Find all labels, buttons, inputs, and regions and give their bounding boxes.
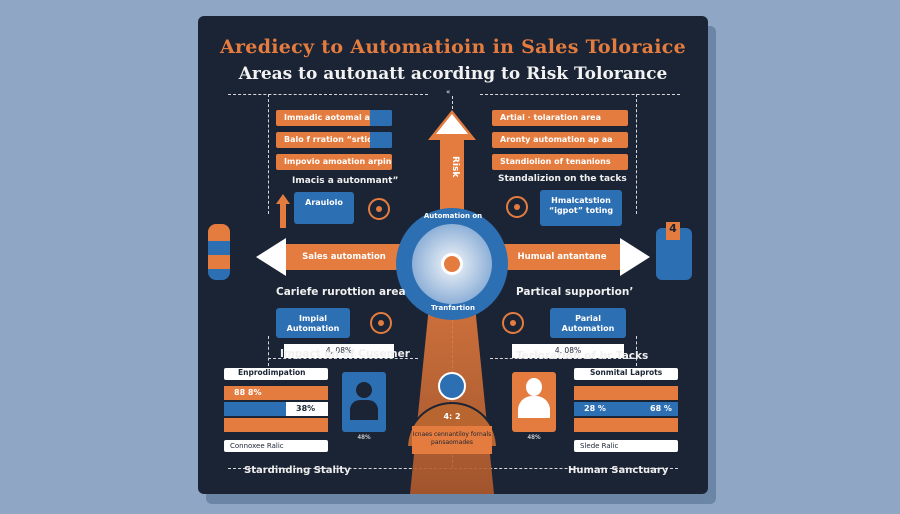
frame-line [228,94,428,95]
tr-bar-2: Aronty automation ap aa [492,132,628,148]
tr-caption: Standalizion on the tacks [498,174,627,184]
title-primary: Arediecy to Automatioin in Sales Tolorai… [219,36,687,58]
ml-pct: 4, 08% [284,344,394,358]
mr-label: Partical supportion’ [516,286,634,298]
title-secondary: Areas to autonatt acording to Risk Tolor… [238,64,668,84]
tl-bar-2: Balo f rration “srtic” [276,132,392,148]
tl-box: Araulolo [294,192,354,224]
frame-line [268,336,269,366]
network-icon [506,196,528,218]
center-box-num: 4: 2 [443,412,461,421]
tr-box: Hmalcatstion “igpot” toting [540,190,622,226]
bl-bar-3 [224,418,328,432]
footer-left: Stardinding Stality [244,465,351,476]
left-arrow: Sales automation [284,244,404,270]
left-arrow-label: Sales automation [302,252,386,262]
person-head-icon [526,378,542,396]
frame-line [480,94,680,95]
tl-up-arrow-shaft [280,204,286,228]
bl-legend: Connoxee Ralic [224,440,328,452]
br-person-pct: 48% [527,434,541,441]
top-badge: « [446,88,451,96]
center-box-text: Icnaes cennantiloy fornals pansaomades [412,426,492,454]
frame-line [636,94,637,214]
target-icon [441,253,463,275]
ml-label: Cariefe rurottion area [276,286,406,298]
ring-top-label: Automation on [423,212,483,220]
right-arrow-label: Humual antantane [517,252,607,262]
pulse-icon [438,372,466,400]
bl-bar-2-val: 38% [286,402,328,416]
bl-bar-1: 88 8% [224,386,328,400]
ring-bottom-label: Tranfartion [431,304,475,312]
mr-caption: Terloration of br Tacks [516,350,649,362]
ml-box: Impial Automation [276,308,350,338]
br-title: Sonmital Laprots [590,368,663,377]
frame-line [490,358,636,359]
tl-up-arrow [276,194,290,204]
frame-line [636,336,637,366]
risk-arrow-label: Risk [450,156,460,178]
br-bar-3 [574,418,678,432]
person-body-icon [518,396,550,418]
frame-line [268,94,269,214]
mr-pct: 4, 08% [512,344,624,358]
infographic-board: Arediecy to Automatioin in Sales Tolorai… [198,16,708,494]
br-bar-2-val: 68 % [640,402,678,416]
risk-arrow-head-inner [436,114,468,134]
left-arrow-head [256,238,286,276]
person-head-icon [356,382,372,398]
br-bar-1 [574,386,678,400]
tr-bar-1: Artial · tolaration area [492,110,628,126]
stack-icon [208,224,230,280]
bl-title-card [224,368,328,380]
bl-person-pct: 48% [357,434,371,441]
network-icon [368,198,390,220]
br-title-card [574,368,678,380]
tl-bar-1: Immadic aotomal artea [276,110,392,126]
bl-title: Enprodimpation [238,368,306,377]
frame-line [268,358,418,359]
tl-caption: Imacis a autonmant” [292,176,399,186]
br-legend: Slede Ralic [574,440,678,452]
person-body-icon [350,400,378,420]
right-arrow-head [620,238,650,276]
tr-bar-3: Standiolion of tenanions [492,154,628,170]
target-small-icon [502,312,524,334]
footer-right: Human Sanctuary [568,465,669,476]
number-badge-icon: 4 [666,222,680,240]
target-small-icon [370,312,392,334]
ml-caption: Impact on of Cusemer [280,348,410,360]
right-arrow: Humual antantane [504,244,620,270]
tl-bar-3: Impovio amoation arpinasa [276,154,392,170]
mr-box: Parial Automation [550,308,626,338]
